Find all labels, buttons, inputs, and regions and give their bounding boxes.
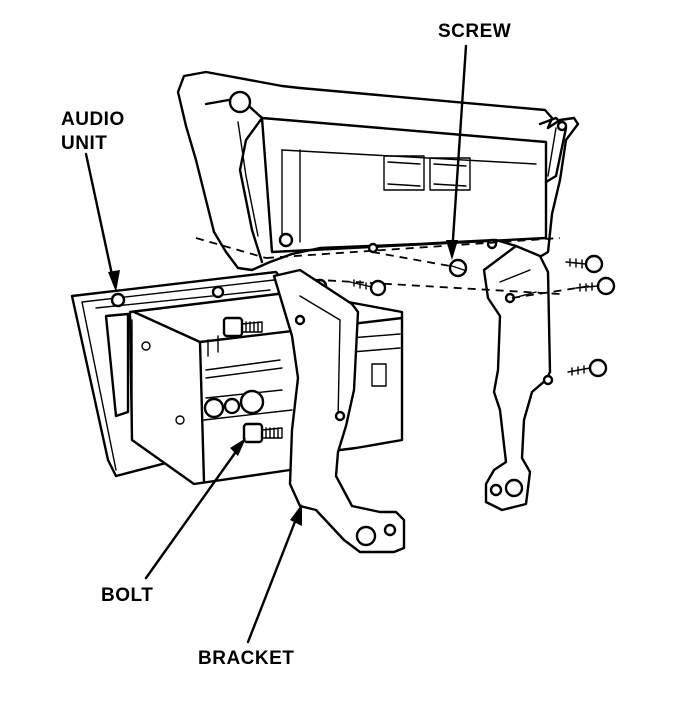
bracket-label: BRACKET xyxy=(198,648,295,669)
bracket-leader-arrow xyxy=(246,504,302,644)
screw-right-low xyxy=(567,358,608,378)
right-bracket xyxy=(482,244,554,512)
bolt-lower xyxy=(242,422,283,444)
audio-unit-label: AUDIO xyxy=(61,109,125,130)
bolt-leader-arrow xyxy=(144,438,246,580)
audio-unit-chassis xyxy=(128,290,404,486)
screw-right-mid xyxy=(575,276,616,296)
screw-center xyxy=(448,258,468,278)
bolt-upper xyxy=(222,316,263,338)
audio-unit-label-2: UNIT xyxy=(61,133,108,154)
audio-unit-leader-arrow xyxy=(84,152,120,292)
screw-leader-arrow xyxy=(446,44,468,260)
screw-label: SCREW xyxy=(438,21,512,42)
left-bracket xyxy=(272,268,406,554)
screw-mid-left xyxy=(349,279,387,297)
screw-right-top xyxy=(565,254,604,274)
bolt-label: BOLT xyxy=(101,585,154,606)
